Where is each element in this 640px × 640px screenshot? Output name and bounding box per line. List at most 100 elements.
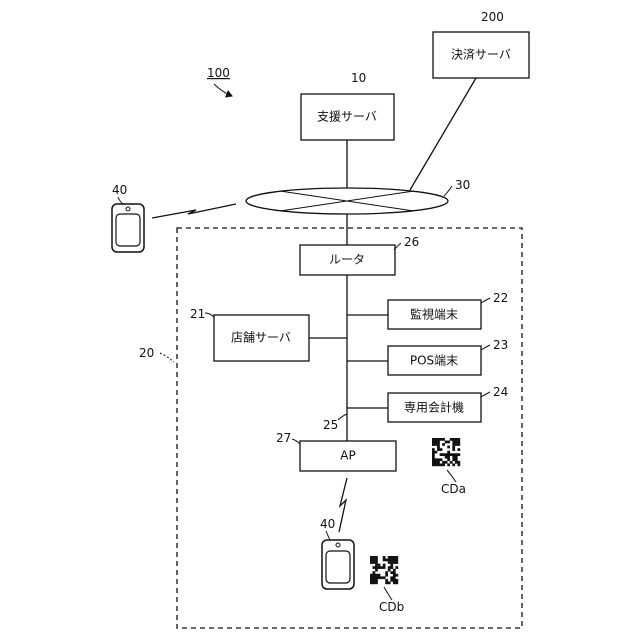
code-module (393, 561, 396, 564)
code-module (450, 438, 453, 441)
code-module (383, 564, 386, 567)
code-module (437, 458, 440, 461)
code-module (442, 453, 445, 456)
code-module (375, 581, 378, 584)
code-module (375, 574, 378, 577)
code-module (388, 559, 391, 562)
code-module (373, 559, 376, 562)
code-module (383, 556, 386, 559)
code-module (390, 561, 393, 564)
code-module (432, 438, 435, 441)
code-module (378, 566, 381, 569)
access-point-ref-leader (292, 439, 300, 444)
store-ref-leader (160, 353, 174, 362)
store-server-ref: 21 (190, 307, 205, 321)
code-module (380, 566, 383, 569)
code-module (440, 448, 443, 451)
mobile-inside-screen (326, 551, 350, 583)
code-module (442, 461, 445, 464)
code-module (452, 456, 455, 459)
code-module (432, 443, 435, 446)
code-module (393, 579, 396, 582)
code-module (437, 463, 440, 466)
code-module (375, 564, 378, 567)
code-module (455, 458, 458, 461)
checkout-machine-ref: 24 (493, 385, 508, 399)
code-module (435, 461, 438, 464)
access-point-ref: 27 (276, 431, 291, 445)
code-module (450, 453, 453, 456)
code-module (395, 574, 398, 577)
code-module (437, 441, 440, 444)
code-module (440, 463, 443, 466)
code-module (395, 556, 398, 559)
code-module (378, 564, 381, 567)
code-module (432, 441, 435, 444)
code-module (375, 566, 378, 569)
code-module (370, 556, 373, 559)
mobile-outside-ref: 40 (112, 183, 127, 197)
code-module (388, 569, 391, 572)
code-module (375, 561, 378, 564)
code-a-leader (447, 470, 456, 482)
code-module (445, 456, 448, 459)
mobile-inside-ref-leader (326, 531, 330, 540)
checkout-machine-ref-leader (481, 392, 490, 397)
code-module (370, 576, 373, 579)
code-module (390, 559, 393, 562)
pos-terminal-ref-leader (481, 345, 490, 350)
code-module (373, 581, 376, 584)
code-module (442, 443, 445, 446)
router-label: ルータ (329, 253, 365, 267)
code-module (457, 441, 460, 444)
code-module (370, 559, 373, 562)
store-server-label: 店舗サーバ (231, 331, 291, 345)
code-module (447, 451, 450, 454)
code-module (442, 463, 445, 466)
code-module (440, 453, 443, 456)
code-module (457, 453, 460, 456)
code-module (435, 443, 438, 446)
code-module (457, 443, 460, 446)
lan-ref: 25 (323, 418, 338, 432)
code-module (373, 566, 376, 569)
code-module (393, 574, 396, 577)
code-module (447, 456, 450, 459)
code-module (432, 456, 435, 459)
code-module (380, 576, 383, 579)
code-module (383, 566, 386, 569)
code-module (435, 438, 438, 441)
code-module (452, 438, 455, 441)
mobile-inside-ref: 40 (320, 517, 335, 531)
code-module (457, 438, 460, 441)
code-module (385, 579, 388, 582)
code-module (395, 581, 398, 584)
code-module (390, 564, 393, 567)
code-module (385, 559, 388, 562)
code-module (455, 443, 458, 446)
code-module (447, 458, 450, 461)
code-module (455, 453, 458, 456)
code-a-icon (432, 438, 460, 466)
code-module (437, 461, 440, 464)
system-ref-arrow (214, 84, 232, 96)
code-module (445, 453, 448, 456)
code-module (393, 576, 396, 579)
code-module (395, 566, 398, 569)
code-module (457, 448, 460, 451)
code-module (378, 576, 381, 579)
mobile-outside-screen (116, 214, 140, 246)
code-module (385, 571, 388, 574)
code-module (393, 556, 396, 559)
monitoring-terminal-ref-leader (481, 298, 490, 303)
code-module (370, 574, 373, 577)
code-module (442, 438, 445, 441)
support-server-ref: 10 (351, 71, 366, 85)
code-module (432, 448, 435, 451)
code-module (455, 438, 458, 441)
code-module (452, 463, 455, 466)
code-module (395, 559, 398, 562)
code-module (440, 458, 443, 461)
code-b-label: CDb (379, 600, 404, 614)
